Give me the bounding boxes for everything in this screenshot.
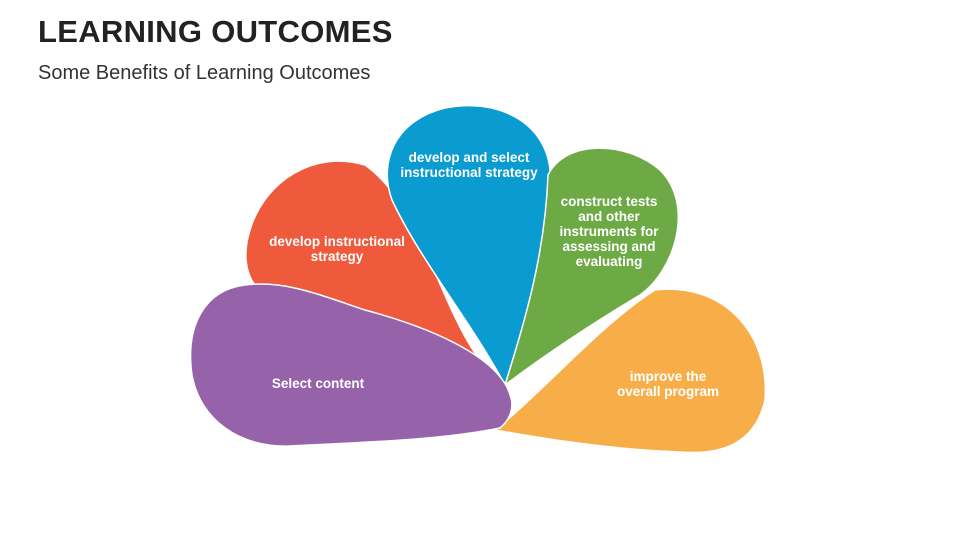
petal-label-orange: improve the overall program xyxy=(616,369,720,399)
page-title: LEARNING OUTCOMES xyxy=(38,14,393,49)
petal-orange xyxy=(493,288,767,454)
petal-green xyxy=(503,147,680,387)
petal-label-green: construct tests and other instruments fo… xyxy=(559,194,659,269)
petal-label-purple: Select content xyxy=(271,376,365,391)
petal-label-red: develop instructional strategy xyxy=(269,234,405,264)
petal-purple xyxy=(189,283,513,447)
page-subtitle: Some Benefits of Learning Outcomes xyxy=(38,62,371,84)
petal-label-blue: develop and select instructional strateg… xyxy=(400,150,538,180)
